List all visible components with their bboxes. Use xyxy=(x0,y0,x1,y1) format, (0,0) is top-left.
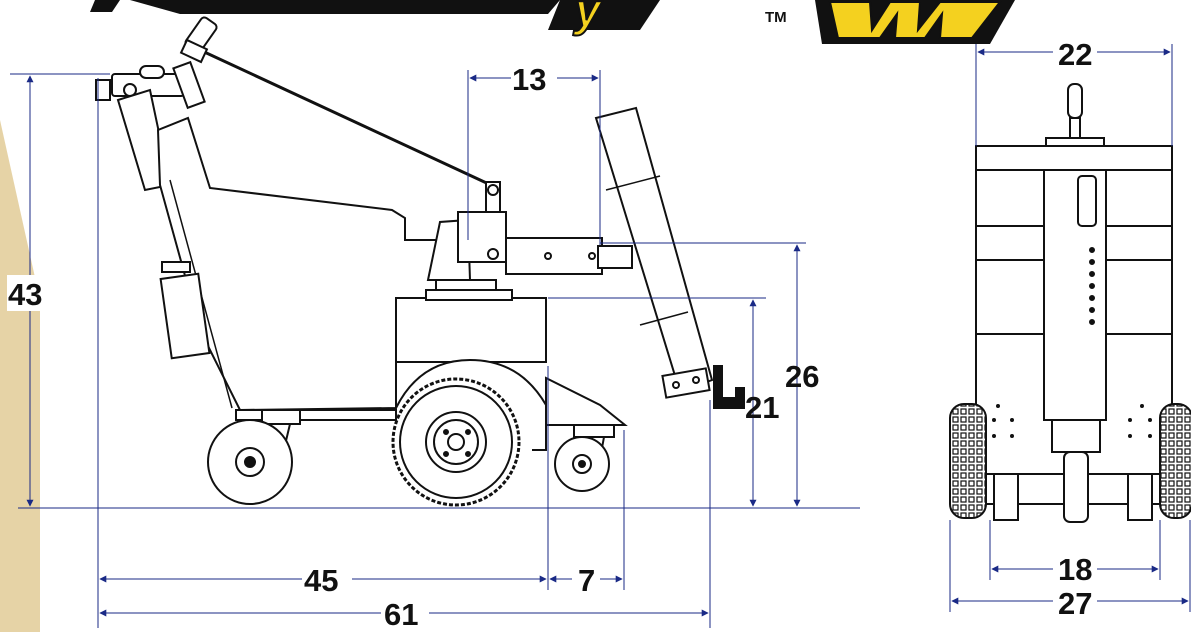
logo-y-glyph: y xyxy=(573,0,603,36)
front-center-caster xyxy=(1063,451,1089,523)
front-column-holes xyxy=(1089,247,1095,325)
rear-caster-wheel xyxy=(207,409,301,505)
push-boom xyxy=(505,237,633,275)
logo-swash-left xyxy=(90,0,120,12)
pull-rod xyxy=(199,48,494,188)
brand-logo: y TM xyxy=(90,0,1015,44)
front-column-slot xyxy=(1077,175,1097,227)
front-upper-rail xyxy=(975,145,1173,171)
dim-label-overall-length: 61 xyxy=(384,597,418,632)
motor-turret xyxy=(425,181,513,301)
dim-label-base-length: 45 xyxy=(304,563,338,598)
dim-label-rear-overhang: 7 xyxy=(578,563,595,598)
front-left-wheel xyxy=(949,403,987,519)
handle-grip xyxy=(179,16,218,64)
motor-housing xyxy=(395,297,547,363)
dim-label-overall-width: 27 xyxy=(1058,586,1092,621)
front-bolts xyxy=(992,404,1152,438)
bracket xyxy=(161,261,191,273)
hitch-hook xyxy=(713,365,745,409)
handle-pivot xyxy=(95,60,206,110)
front-right-caster xyxy=(1127,473,1153,521)
logo-y-glyph-bg xyxy=(548,0,660,30)
dim-label-push-bar-offset: 13 xyxy=(512,62,546,97)
front-handle-grip xyxy=(1067,83,1083,119)
front-hitch-block xyxy=(1051,419,1101,453)
dim-label-push-bar-height: 26 xyxy=(785,359,819,394)
front-right-wheel xyxy=(1159,403,1191,519)
front-left-caster xyxy=(993,473,1019,521)
cart-front-view xyxy=(949,83,1191,523)
base-plate xyxy=(235,409,397,421)
dim-label-overall-height: 43 xyxy=(8,277,42,312)
front-caster-wheel xyxy=(554,424,615,492)
logo-trademark: TM xyxy=(765,9,787,26)
side-panel-decoration xyxy=(0,120,40,632)
front-skid xyxy=(545,376,628,426)
logo-swash-mid xyxy=(130,0,560,14)
dim-label-wheel-track: 18 xyxy=(1058,552,1092,587)
main-body xyxy=(156,116,439,412)
cart-side-view xyxy=(95,16,745,507)
drive-wheel xyxy=(391,377,521,507)
logo-w-glyph xyxy=(828,1,1003,39)
battery-box xyxy=(159,272,211,360)
dim-label-hitch-height: 21 xyxy=(745,390,779,425)
dim-label-front-top-width: 22 xyxy=(1058,37,1092,72)
pusher-bar xyxy=(594,106,714,399)
